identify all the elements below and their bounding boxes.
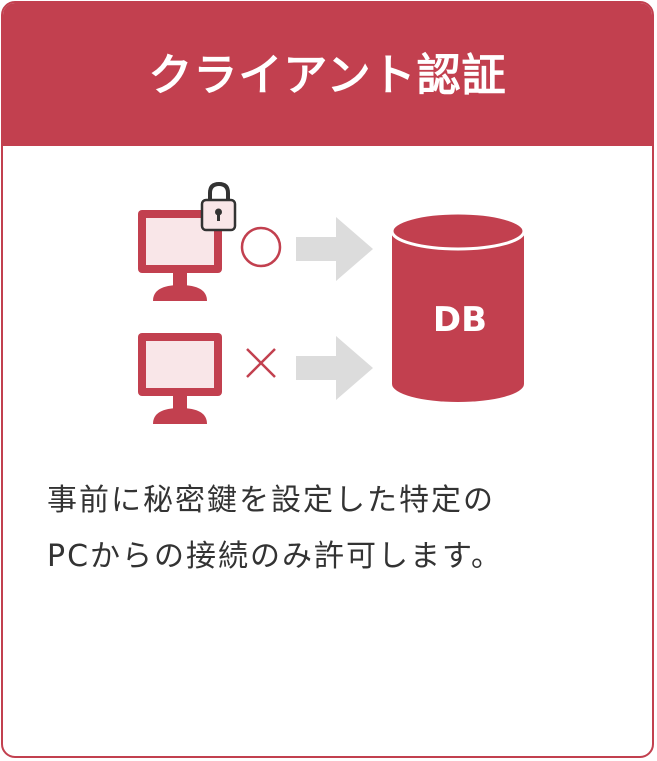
card-title: クライアント認証 [148, 49, 507, 101]
description: 事前に秘密鍵を設定した特定の PCからの接続のみ許可します。 [47, 473, 637, 585]
db-label: DB [433, 300, 487, 340]
denied-pc-monitor-icon [138, 333, 222, 424]
top-arrow-icon [296, 217, 373, 281]
client-auth-diagram: DB [138, 181, 526, 424]
denied-cross-icon [246, 348, 276, 378]
card-header: クライアント認証 [3, 3, 652, 146]
allowed-circle-icon [240, 226, 282, 268]
padlock-icon [200, 181, 237, 232]
database-cylinder-icon [390, 211, 526, 402]
bottom-arrow-icon [296, 336, 373, 400]
description-line-1: 事前に秘密鍵を設定した特定の [47, 483, 495, 518]
description-line-2: PCからの接続のみ許可します。 [47, 539, 504, 574]
